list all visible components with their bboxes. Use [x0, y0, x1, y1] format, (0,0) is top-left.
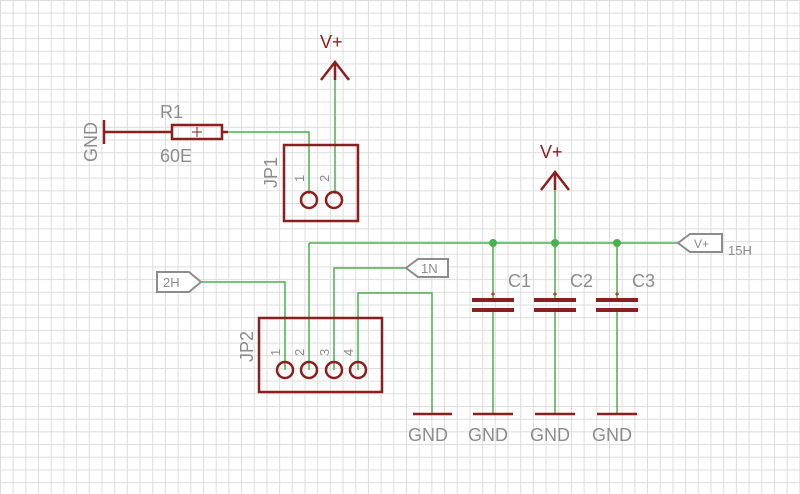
- jp1-body: [282, 143, 360, 223]
- flag-vplus-right: [676, 233, 723, 253]
- jp1-pin-label-1: 1: [292, 175, 307, 182]
- jp2-body: [257, 316, 384, 394]
- gnd-label-3: GND: [530, 425, 570, 445]
- c3-label: C3: [632, 271, 655, 291]
- jp2-pin-1: [275, 360, 295, 380]
- wire-r1-jp1: [222, 131, 310, 194]
- junction-dot: [489, 239, 497, 247]
- jp2-pin-4: [348, 360, 368, 380]
- resistor-mark: [192, 127, 202, 137]
- flag-1n: [404, 258, 449, 278]
- flag-2h: [156, 271, 203, 293]
- components: [102, 59, 638, 416]
- jp2-pin-label-1: 1: [268, 349, 283, 356]
- net-flags: [156, 233, 723, 293]
- resistor-value: 60E: [160, 146, 192, 166]
- c2-label: C2: [570, 271, 593, 291]
- flag-vplus-right-label: V+: [694, 237, 709, 251]
- resistor-name: R1: [160, 102, 183, 122]
- wire-1n-jp2: [333, 267, 406, 370]
- gnd-label-4: GND: [592, 425, 632, 445]
- flag-2h-label: 2H: [163, 275, 180, 290]
- c1-label: C1: [508, 271, 531, 291]
- jp1-pin-1: [299, 190, 319, 210]
- jp2-name: JP2: [237, 331, 257, 362]
- jp1-name: JP1: [261, 157, 281, 188]
- jp1-pin-label-2: 2: [317, 175, 332, 182]
- wires: [201, 76, 678, 414]
- wire-jp2-gnd: [357, 292, 433, 414]
- jp2-pin-label-3: 3: [317, 349, 332, 356]
- junctions: [489, 239, 621, 247]
- gnd-label-2: GND: [468, 425, 508, 445]
- jp2-pin-2: [299, 360, 319, 380]
- jp2-pin-label-2: 2: [292, 349, 307, 356]
- vplus-top-label: V+: [320, 32, 343, 52]
- jp2-pin-label-4: 4: [341, 349, 356, 356]
- wire-2h-jp2: [201, 281, 286, 370]
- jp2-pin-3: [324, 360, 344, 380]
- jp1-pin-2: [324, 190, 344, 210]
- vplus-right-label: V+: [540, 142, 563, 162]
- gnd-label-1: GND: [408, 425, 448, 445]
- junction-dot: [551, 239, 559, 247]
- flag-1n-label: 1N: [421, 261, 438, 276]
- flag-right-note: 15H: [728, 243, 752, 258]
- gnd-left-label: GND: [81, 122, 101, 162]
- junction-dot: [613, 239, 621, 247]
- capacitor-marks: [491, 292, 619, 296]
